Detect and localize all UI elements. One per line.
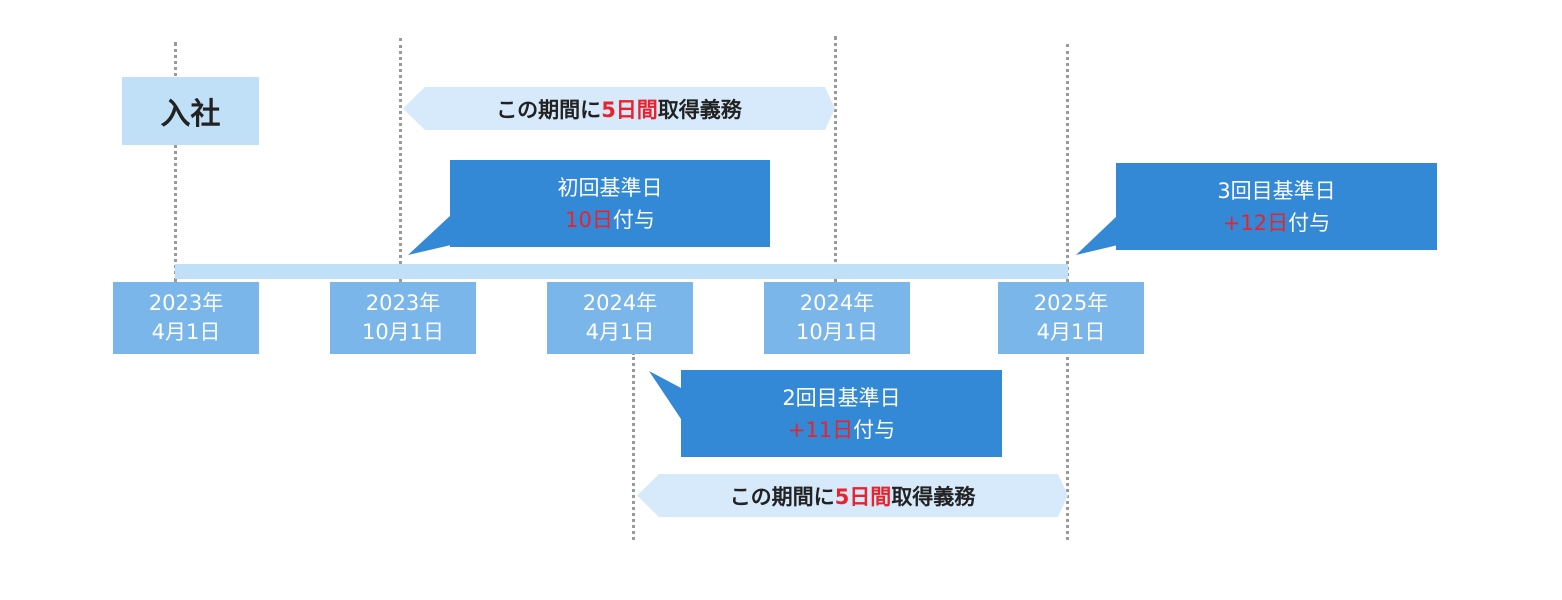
callout-2-suffix: 付与 bbox=[853, 417, 896, 442]
callout-first-grant: 初回基準日 10日付与 bbox=[450, 160, 770, 247]
period-text-after: 取得義務 bbox=[657, 97, 742, 122]
date-box-2024-10: 2024年 10月1日 bbox=[764, 282, 910, 354]
callout-2-grant: +11日 bbox=[787, 417, 854, 442]
date-4-year: 2024年 bbox=[799, 291, 875, 315]
date-1-day: 4月1日 bbox=[151, 320, 221, 344]
callout-second-grant: 2回目基準日 +11日付与 bbox=[681, 370, 1002, 457]
date-5-year: 2025年 bbox=[1033, 291, 1109, 315]
guide-line-2023-10 bbox=[399, 38, 402, 282]
callout-3-grant-line: +12日付与 bbox=[1116, 207, 1437, 239]
guide-line-2024-04 bbox=[632, 352, 635, 540]
callout-3-grant: +12日 bbox=[1222, 210, 1289, 235]
date-box-2024-04: 2024年 4月1日 bbox=[547, 282, 693, 354]
date-3-day: 4月1日 bbox=[585, 320, 655, 344]
date-1-year: 2023年 bbox=[148, 291, 224, 315]
callout-third-grant: 3回目基準日 +12日付与 bbox=[1116, 163, 1437, 250]
guide-line-2023-04 bbox=[174, 42, 177, 282]
timeline-bar bbox=[175, 264, 1068, 279]
callout-1-grant: 10日 bbox=[565, 207, 613, 232]
callout-1-title: 初回基準日 bbox=[557, 175, 663, 200]
callout-2-grant-line: +11日付与 bbox=[681, 414, 1002, 446]
callout-3-pointer bbox=[1076, 215, 1118, 255]
date-box-2023-04: 2023年 4月1日 bbox=[113, 282, 259, 354]
period-text-highlight: 5日間 bbox=[601, 97, 658, 122]
date-3-year: 2024年 bbox=[582, 291, 658, 315]
date-2-day: 10月1日 bbox=[361, 320, 445, 344]
callout-2-pointer bbox=[649, 371, 683, 422]
period-2-text-after: 取得義務 bbox=[891, 484, 976, 509]
callout-2-title: 2回目基準日 bbox=[782, 385, 901, 410]
date-2-year: 2023年 bbox=[365, 291, 441, 315]
callout-3-suffix: 付与 bbox=[1288, 210, 1331, 235]
hire-label: 入社 bbox=[122, 77, 259, 145]
callout-1-pointer bbox=[408, 215, 451, 255]
date-5-day: 4月1日 bbox=[1036, 320, 1106, 344]
date-4-day: 10月1日 bbox=[795, 320, 879, 344]
guide-line-2024-10 bbox=[834, 36, 837, 282]
callout-1-grant-line: 10日付与 bbox=[450, 204, 770, 236]
date-box-2025-04: 2025年 4月1日 bbox=[998, 282, 1144, 354]
date-box-2023-10: 2023年 10月1日 bbox=[330, 282, 476, 354]
period-2-text-before: この期間に bbox=[729, 484, 835, 509]
callout-1-suffix: 付与 bbox=[612, 207, 655, 232]
period-2-text-highlight: 5日間 bbox=[834, 484, 892, 509]
callout-3-title: 3回目基準日 bbox=[1217, 178, 1336, 203]
period-text-before: この期間に bbox=[496, 97, 602, 122]
